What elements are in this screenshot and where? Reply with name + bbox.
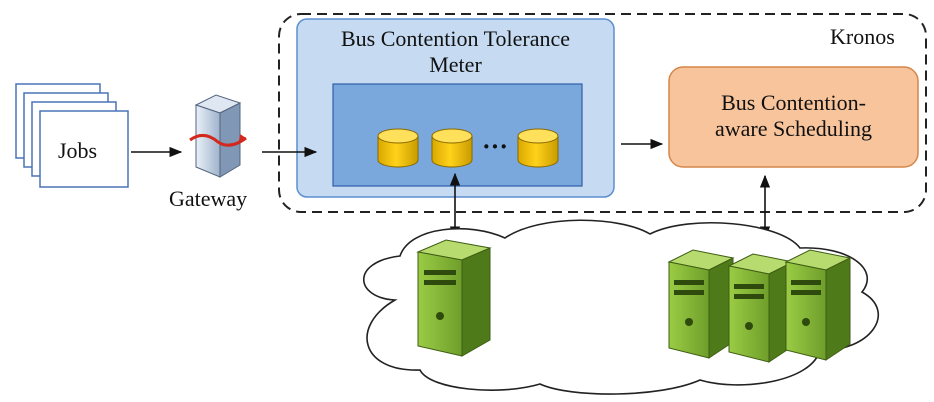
honeypot-db-cylinder [431, 128, 473, 168]
kronos-label: Kronos [830, 24, 895, 49]
jobs-document-stack [15, 83, 129, 188]
cylinder-ellipsis: ··· [482, 132, 509, 161]
honeypot-db-cylinder [517, 128, 559, 168]
kronos-container [278, 13, 927, 213]
server-icon [727, 253, 795, 363]
server-icon [667, 249, 735, 359]
meter-title-line1: Bus Contention Tolerance [340, 26, 570, 51]
scheduler-line1: Bus Contention- [721, 90, 866, 115]
jobs-label: Jobs [58, 138, 98, 163]
server-icon [784, 249, 852, 361]
honeypot-db-cylinder [377, 128, 419, 168]
scheduler-line2: aware Scheduling [715, 116, 872, 141]
gateway-label: Gateway [169, 186, 248, 211]
gateway-icon [189, 94, 247, 178]
scheduler-box [668, 66, 919, 168]
meter-title-line2: Meter [429, 52, 482, 77]
server-icon [416, 239, 492, 357]
